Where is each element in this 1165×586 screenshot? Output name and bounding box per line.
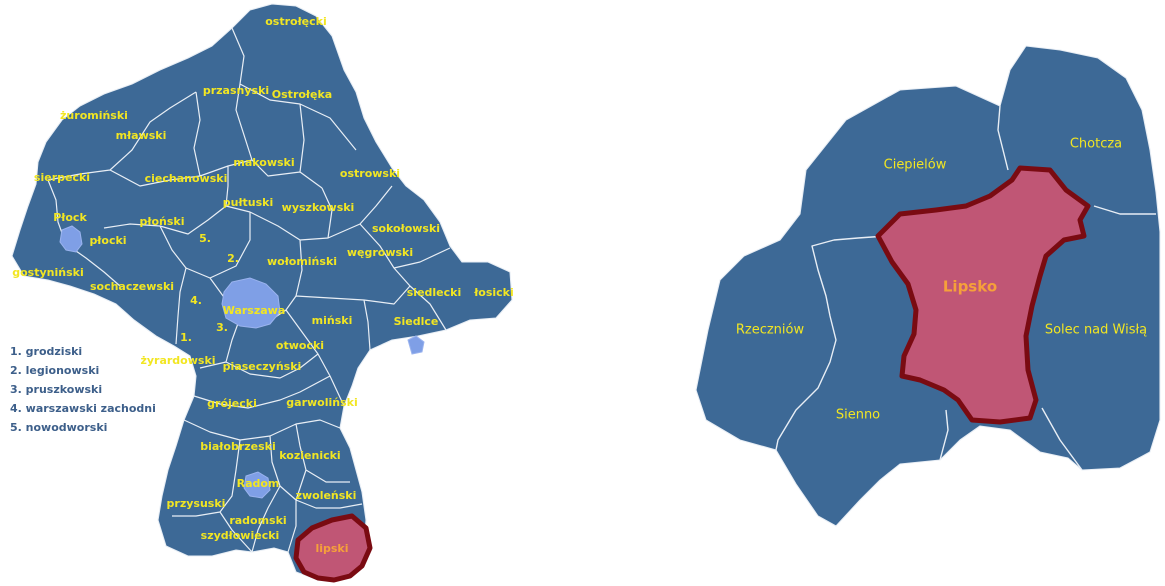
label-one: 1. <box>180 331 192 344</box>
label-four: 4. <box>190 294 202 307</box>
label-zwolenski: zwoleński <box>296 489 357 502</box>
legend-item-2: 2. legionowski <box>10 364 99 377</box>
label-siedlce: Siedlce <box>394 315 439 328</box>
label-kozienicki: kozienicki <box>279 449 340 462</box>
label-radom: Radom <box>237 477 280 490</box>
legend-item-4: 4. warszawski zachodni <box>10 402 156 415</box>
label-two: 2. <box>227 252 239 265</box>
lipsko-highlight <box>875 165 1091 425</box>
label-warszawa: Warszawa <box>223 304 286 317</box>
lipski-highlight <box>293 513 373 583</box>
label-wyszkowski: wyszkowski <box>282 201 355 214</box>
label-sierpecki: sierpecki <box>34 171 90 184</box>
label-siedlecki: siedlecki <box>407 286 462 299</box>
label-ciepielow: Ciepielów <box>884 158 947 173</box>
label-wegrowski: węgrowski <box>347 246 413 259</box>
radom-city-shape <box>243 471 271 499</box>
legend-item-1: 1. grodziski <box>10 345 82 358</box>
label-pultuski: pułtuski <box>223 196 274 209</box>
gmina-borders <box>775 105 1156 471</box>
mazowieckie-map: ostrołęcki przasnyski Ostrołęka żuromińs… <box>10 3 514 583</box>
label-szydlowiecki: szydłowiecki <box>201 529 280 542</box>
label-przysuski: przysuski <box>167 497 226 510</box>
label-sienno: Sienno <box>836 408 880 423</box>
label-sochaczewski: sochaczewski <box>90 280 174 293</box>
label-bialobrzeski: białobrzeski <box>200 440 276 453</box>
label-lipsko: Lipsko <box>943 278 997 296</box>
label-zurominski: żuromiński <box>60 109 128 122</box>
plock-city-shape <box>59 225 83 253</box>
label-zyrardowski: żyrardowski <box>140 354 215 367</box>
label-wolominski: wołomiński <box>267 255 337 268</box>
label-rzeczniow: Rzeczniów <box>736 323 805 338</box>
label-ostrowski: ostrowski <box>340 167 400 180</box>
label-plonski: płoński <box>140 215 185 228</box>
label-minski: miński <box>312 314 353 327</box>
label-five: 5. <box>199 232 211 245</box>
label-makowski: makowski <box>233 156 294 169</box>
label-mlawski: mławski <box>116 129 167 142</box>
label-chotcza: Chotcza <box>1070 137 1122 152</box>
label-otwocki: otwocki <box>276 339 324 352</box>
label-losicki: łosicki <box>473 286 514 299</box>
label-plocki: płocki <box>89 234 126 247</box>
label-radomski: radomski <box>229 514 286 527</box>
legend: 1. grodziski 2. legionowski 3. pruszkows… <box>10 345 156 434</box>
label-ostrolecki: ostrołęcki <box>265 15 327 28</box>
warszawa-city-shape <box>221 277 281 329</box>
label-sokolowski: sokołowski <box>372 222 440 235</box>
label-gostyninski: gostyniński <box>12 266 83 279</box>
label-lipski: lipski <box>315 542 348 555</box>
legend-item-5: 5. nowodworski <box>10 421 107 434</box>
siedlce-city-shape <box>407 335 425 355</box>
label-piaseczynski: piaseczyński <box>223 360 302 373</box>
label-solec: Solec nad Wisłą <box>1045 323 1147 338</box>
label-ciechanowski: ciechanowski <box>145 172 228 185</box>
label-ostroleka: Ostrołęka <box>272 88 332 101</box>
label-three: 3. <box>216 321 228 334</box>
legend-item-3: 3. pruszkowski <box>10 383 102 396</box>
label-przasnyski: przasnyski <box>203 84 269 97</box>
lipski-county-map: Ciepielów Chotcza Lipsko Rzeczniów Solec… <box>695 45 1161 527</box>
label-garwolinski: garwoliński <box>286 396 357 409</box>
label-plock: Płock <box>53 211 87 224</box>
label-grojecki: grójecki <box>207 397 257 410</box>
